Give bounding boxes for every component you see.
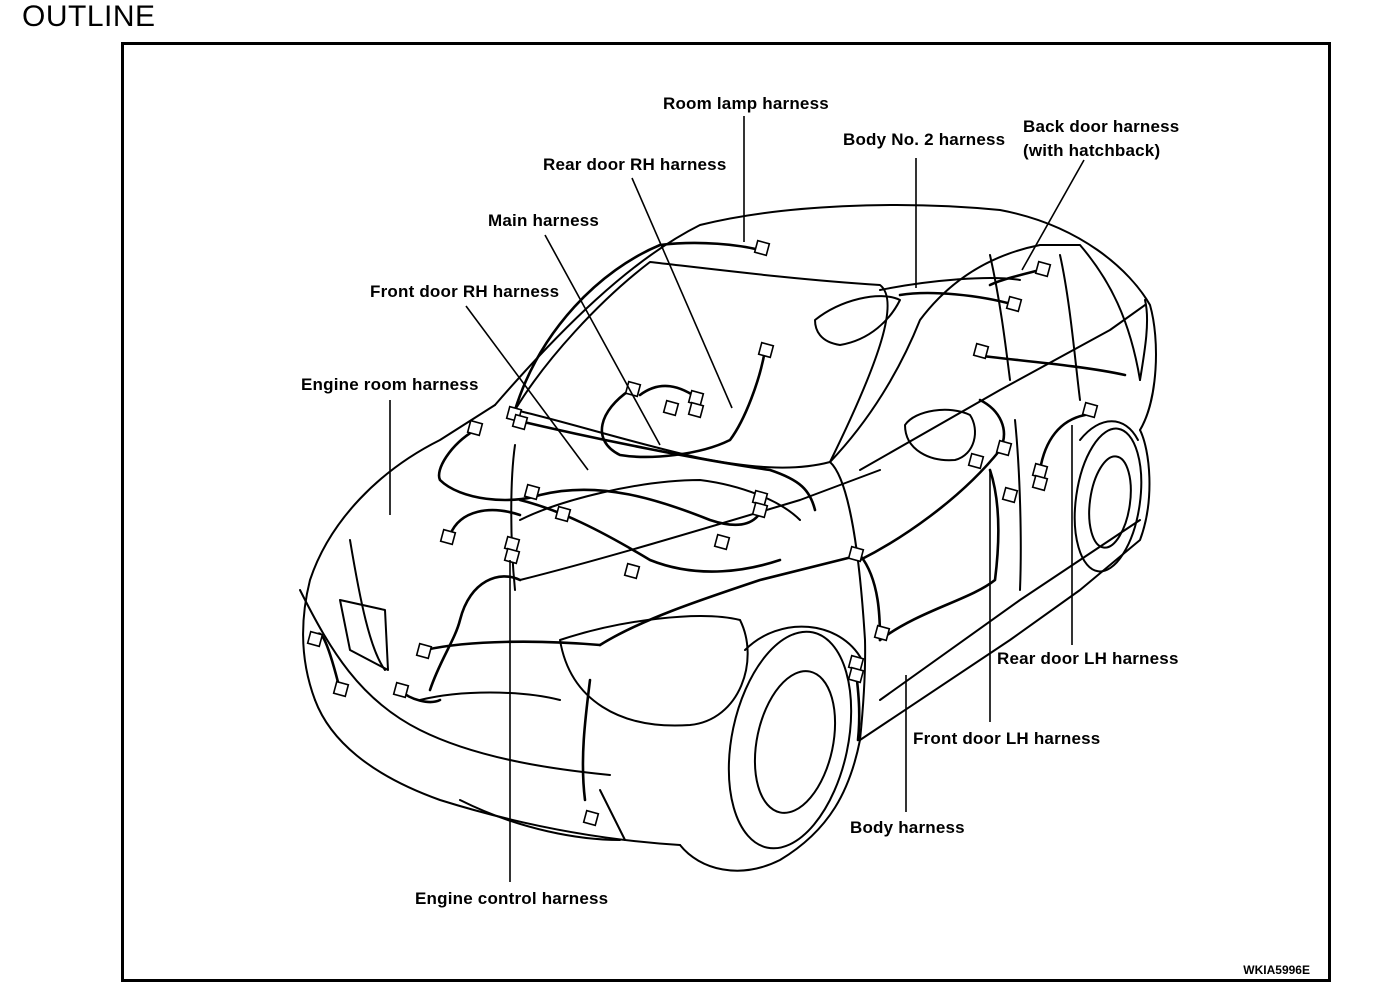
- label-body-no2-harness: Body No. 2 harness: [843, 130, 1006, 149]
- leader-back-door: [1021, 159, 1085, 271]
- page-title: OUTLINE: [22, 0, 156, 33]
- leader-lines: [389, 116, 1085, 882]
- label-front-door-rh-harness: Front door RH harness: [370, 282, 560, 301]
- label-engine-control-harness: Engine control harness: [415, 889, 609, 908]
- label-back-door-harness: Back door harness: [1023, 117, 1180, 136]
- label-room-lamp-harness: Room lamp harness: [663, 94, 829, 113]
- connectors: [306, 239, 1099, 827]
- reference-code: WKIA5996E: [1243, 963, 1310, 977]
- label-rear-door-rh-harness: Rear door RH harness: [543, 155, 727, 174]
- label-engine-room-harness: Engine room harness: [301, 375, 479, 394]
- leader-main: [544, 234, 661, 446]
- label-main-harness: Main harness: [488, 211, 600, 230]
- label-body-harness: Body harness: [850, 818, 965, 837]
- label-back-door-harness-note: (with hatchback): [1023, 141, 1161, 160]
- label-front-door-lh-harness: Front door LH harness: [913, 729, 1101, 748]
- leader-rear-door-rh: [631, 177, 733, 409]
- leader-front-door-rh: [465, 305, 589, 471]
- label-rear-door-lh-harness: Rear door LH harness: [997, 649, 1179, 668]
- diagram-frame: WKIA5996E: [121, 42, 1331, 982]
